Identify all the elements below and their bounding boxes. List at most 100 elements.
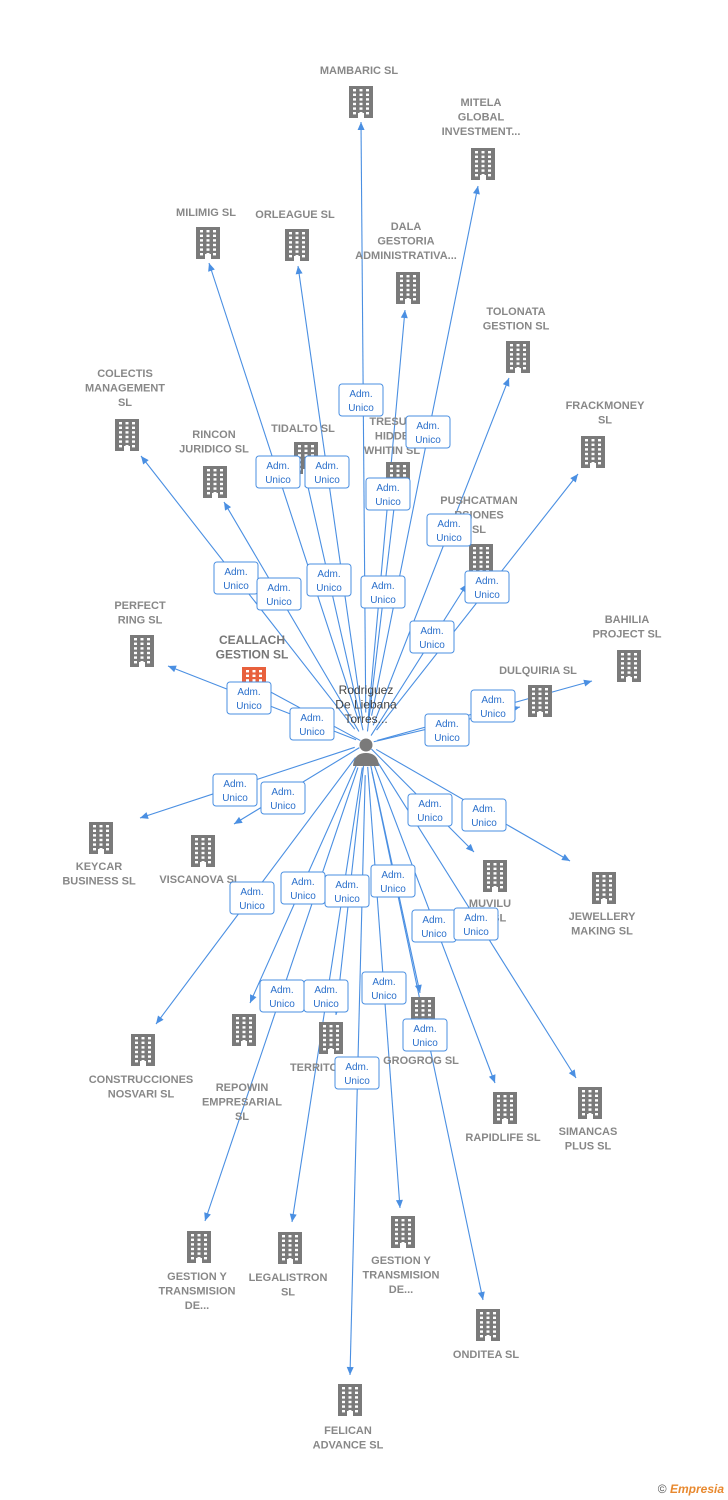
role-line-2: Unico: [266, 597, 292, 608]
role-line-2: Unico: [313, 999, 339, 1010]
company-label: DE...: [389, 1284, 413, 1296]
company-node-viscanova[interactable]: VISCANOVA SL: [159, 835, 241, 886]
company-label: COLECTIS: [97, 368, 153, 380]
role-line-2: Unico: [344, 1076, 370, 1087]
building-icon: [493, 1092, 517, 1124]
building-icon: [578, 1087, 602, 1119]
building-icon: [115, 419, 139, 451]
role-badges-layer: Adm.UnicoAdm.UnicoAdm.UnicoAdm.UnicoAdm.…: [212, 383, 516, 1090]
company-label: MAMBARIC SL: [320, 65, 398, 77]
company-node-mambaric[interactable]: MAMBARIC SL: [320, 65, 398, 118]
arrow-head: [488, 1074, 496, 1083]
company-label: GESTORIA: [377, 236, 434, 248]
company-node-gestion2[interactable]: GESTION YTRANSMISIONDE...: [363, 1216, 440, 1296]
arrow-head: [234, 816, 243, 824]
company-node-mitela[interactable]: MITELAGLOBALINVESTMENT...: [442, 97, 521, 180]
company-label: EMPRESARIAL: [202, 1097, 282, 1109]
role-badge: Adm.Unico: [409, 620, 455, 654]
building-icon: [391, 1216, 415, 1248]
arrow-head: [204, 1212, 211, 1221]
role-line-1: Adm.: [472, 804, 495, 815]
company-label: HIDDE: [375, 431, 409, 443]
company-label: JEWELLERY: [569, 911, 636, 923]
role-line-2: Unico: [375, 497, 401, 508]
edge-orleague: [297, 265, 364, 720]
company-node-onditea[interactable]: ONDITEA SL: [453, 1309, 519, 1361]
brand-logo[interactable]: Empresia: [669, 1482, 724, 1496]
edge-dala: [367, 309, 406, 722]
role-line-2: Unico: [236, 701, 262, 712]
role-badge: Adm.Unico: [424, 713, 470, 747]
person-icon: [353, 738, 379, 766]
arrow-head: [477, 1291, 485, 1300]
role-line-2: Unico: [463, 927, 489, 938]
arrow-head: [289, 1213, 297, 1222]
company-label: RINCON: [192, 429, 235, 441]
role-line-2: Unico: [290, 891, 316, 902]
company-node-milimig[interactable]: MILIMIG SL: [176, 207, 236, 259]
company-label: DULQUIRIA SL: [499, 665, 577, 677]
company-label: BUSINESS SL: [62, 876, 136, 888]
company-node-territo[interactable]: TERRITO: [290, 1022, 343, 1074]
company-label: FRACKMONEY: [566, 400, 645, 412]
company-node-gestion1[interactable]: GESTION YTRANSMISIONDE...: [159, 1231, 236, 1312]
building-icon: [338, 1384, 362, 1416]
company-node-dulquiria[interactable]: DULQUIRIA SL: [499, 665, 577, 717]
company-label: ADVANCE SL: [313, 1440, 384, 1452]
role-line-2: Unico: [239, 901, 265, 912]
arrow-head: [295, 266, 303, 275]
edge-pushcatman: [370, 583, 468, 736]
role-line-2: Unico: [314, 475, 340, 486]
building-icon: [196, 227, 220, 259]
arrow-head: [400, 310, 408, 319]
company-label: ONDITEA SL: [453, 1349, 519, 1361]
company-label: GROGROG SL: [383, 1055, 459, 1067]
building-icon: [319, 1022, 343, 1054]
role-badge: Adm.Unico: [407, 793, 453, 827]
role-line-2: Unico: [419, 640, 445, 651]
role-badge: Adm.Unico: [304, 455, 350, 489]
role-line-1: Adm.: [413, 1024, 436, 1035]
role-badge: Adm.Unico: [453, 907, 499, 941]
role-line-2: Unico: [348, 403, 374, 414]
role-line-1: Adm.: [345, 1062, 368, 1073]
company-node-orleague[interactable]: ORLEAGUE SL: [255, 209, 335, 261]
role-line-2: Unico: [434, 733, 460, 744]
company-label: SIMANCAS: [559, 1126, 618, 1138]
role-badge: Adm. Unico: [226, 681, 272, 715]
role-line-1: Adm.: [266, 461, 289, 472]
role-line-1: Adm.: [317, 569, 340, 580]
building-icon: [89, 822, 113, 854]
role-line-1: Adm.: [271, 787, 294, 798]
company-label: MANAGEMENT: [85, 383, 165, 395]
company-node-dala[interactable]: DALAGESTORIAADMINISTRATIVA...: [355, 221, 457, 304]
role-badge: Adm.Unico: [426, 513, 472, 547]
arrow-head: [208, 263, 215, 272]
building-icon: [528, 685, 552, 717]
building-icon: [396, 272, 420, 304]
arrow-head: [140, 812, 149, 819]
building-icon: [349, 86, 373, 118]
building-icon: [592, 872, 616, 904]
role-badge: Adm.Unico: [405, 415, 451, 449]
person-name: Torres...: [344, 712, 387, 726]
role-line-1: Adm.: [416, 421, 439, 432]
company-node-rapidlife[interactable]: RAPIDLIFE SL: [465, 1092, 541, 1144]
role-line-1: Adm.: [237, 687, 260, 698]
role-line-1: Adm.: [224, 567, 247, 578]
